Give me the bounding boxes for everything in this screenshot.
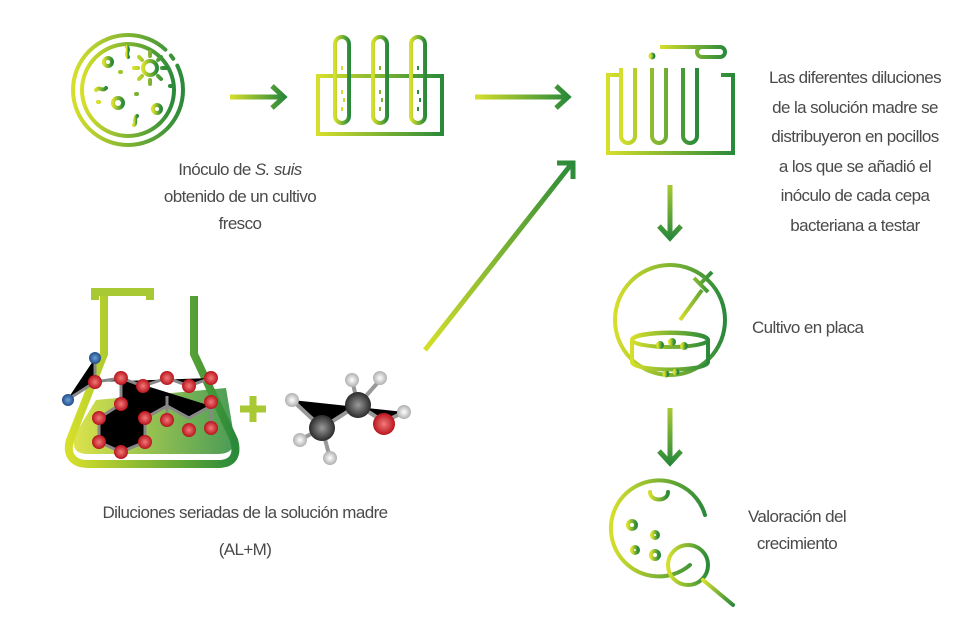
arrow-diagonal-icon [423,160,576,352]
caption-line: obtenido de un cultivo [163,187,317,206]
test-tube-rack-icon [316,35,444,136]
caption-line: fresco [218,214,262,233]
distribution-caption: Las diferentes diluciones de la solución… [745,63,965,240]
flask-molecule-icon [62,288,240,468]
caption-line: Las diferentes diluciones [768,68,942,87]
dilutions-caption: Diluciones seriadas de la solución madre… [85,494,405,568]
culture-caption: Cultivo en placa [752,318,864,337]
ethanol-molecule-icon [285,371,411,465]
arrow-down-icon [657,408,683,467]
caption-line: a los que se añadió el [778,156,932,176]
plus-icon [240,396,266,422]
caption-line: crecimiento [756,534,838,553]
caption-line: bacteriana a testar [790,215,920,235]
caption-line: inóculo de cada cepa [780,186,930,205]
arrow-down-icon [657,185,683,242]
test-tube-rack-pipette-icon [606,45,735,155]
arrow-right-icon [230,84,288,110]
arrow-right-long-icon [475,84,572,110]
caption-line: Inóculo de [178,160,255,179]
magnifier-bacteria-icon [608,478,735,607]
caption-line: Valoración del [747,507,847,526]
inoculum-caption: Inóculo de S. suis obtenido de un cultiv… [140,156,340,237]
petri-dish-icon [71,33,185,147]
caption-line: Diluciones seriadas de la solución madre [102,503,389,522]
caption-line: distribuyeron en pocillos [771,127,939,146]
caption-line: (AL+M) [218,540,272,559]
caption-line: de la solución madre se [772,97,938,117]
assessment-caption: Valoración del crecimiento [727,503,867,557]
culture-plate-dropper-icon [613,263,727,378]
species-name: S. suis [254,160,302,179]
